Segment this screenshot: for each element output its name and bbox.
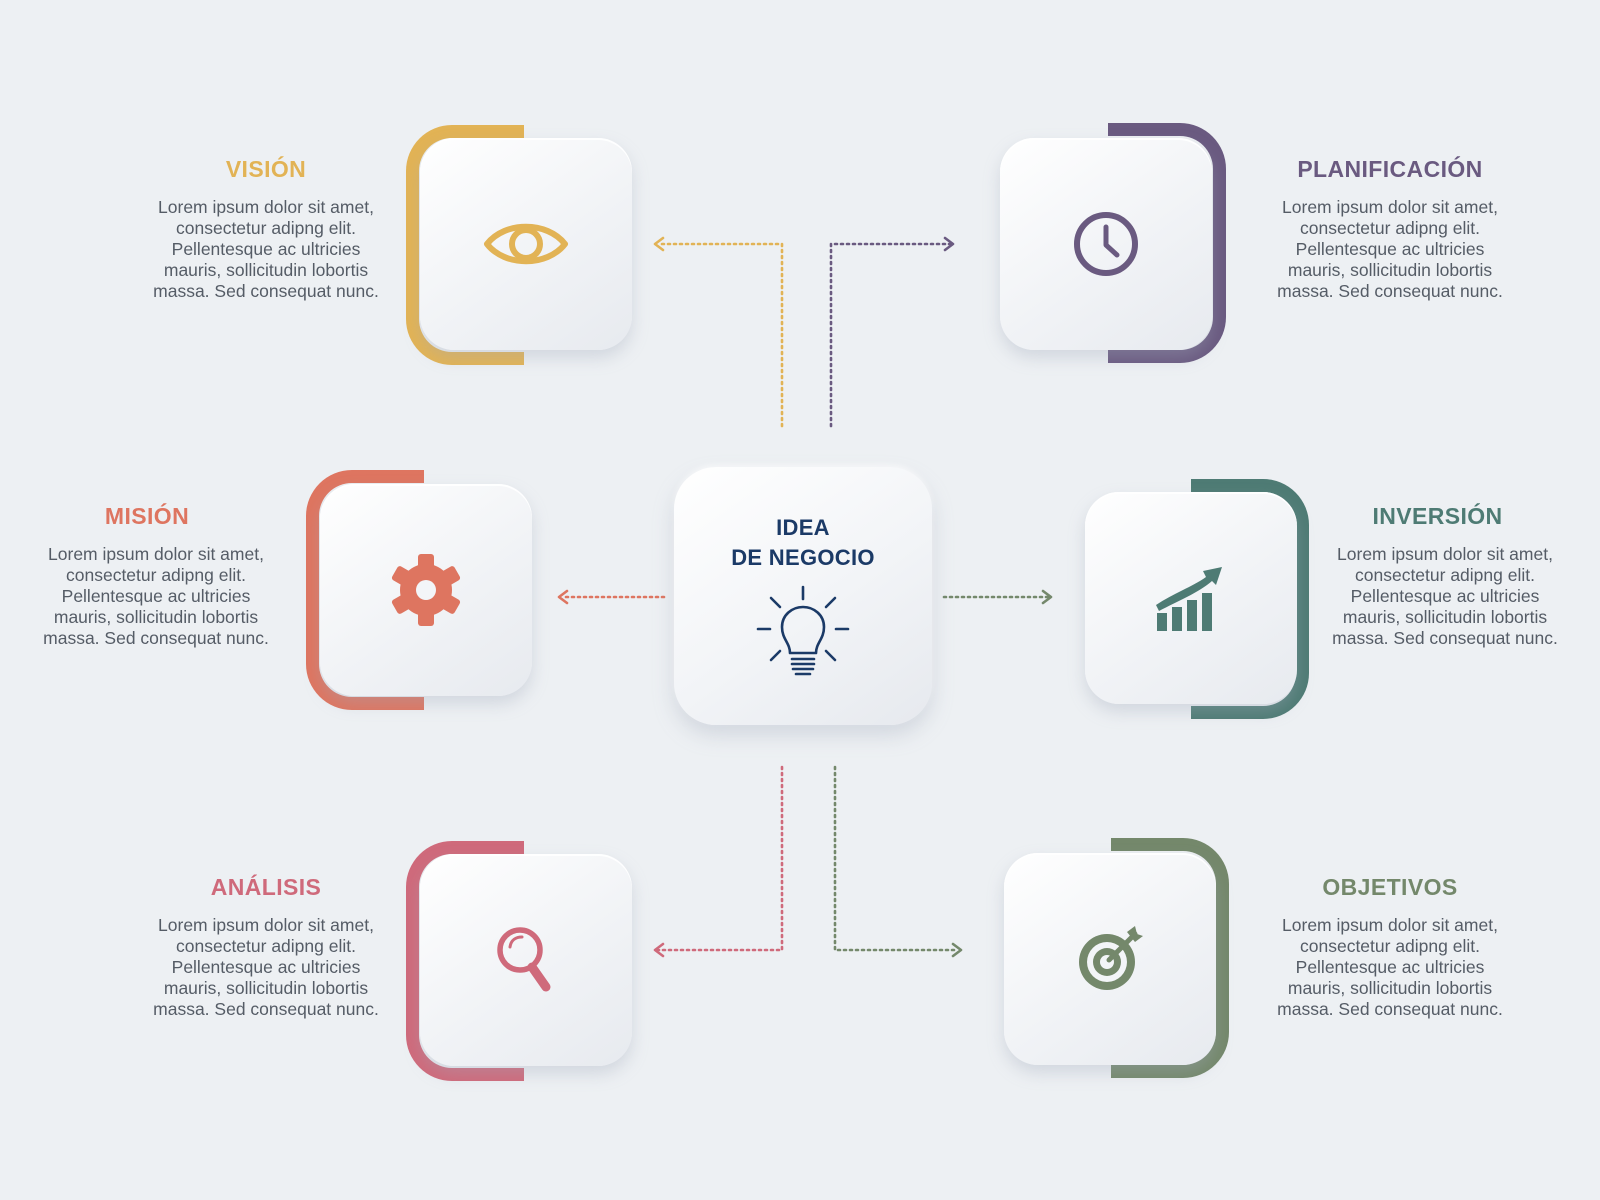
arrowhead-mision	[557, 589, 569, 605]
objetivos-text: Lorem ipsum dolor sit amet, consectetur …	[1277, 915, 1503, 1019]
vision-bracket	[406, 125, 524, 365]
inversion-text: Lorem ipsum dolor sit amet, consectetur …	[1332, 544, 1558, 648]
mision-card	[320, 484, 532, 696]
target-icon	[1079, 926, 1143, 990]
gear-icon	[391, 554, 461, 626]
center-title-line1: IDEA	[776, 515, 830, 540]
lightbulb-icon	[756, 585, 850, 676]
analisis-card	[420, 854, 632, 1066]
arrowhead-vision	[653, 236, 665, 252]
arrowhead-objetivos	[951, 942, 963, 958]
vision-label: VISIÓN Lorem ipsum dolor sit amet, conse…	[146, 156, 386, 302]
arrowhead-planificacion	[943, 236, 955, 252]
center-title-line2: DE NEGOCIO	[731, 545, 875, 570]
objetivos-label: OBJETIVOS Lorem ipsum dolor sit amet, co…	[1270, 874, 1510, 1020]
growth-chart-icon	[1156, 567, 1222, 631]
objetivos-bracket	[1111, 838, 1229, 1078]
analisis-label: ANÁLISIS Lorem ipsum dolor sit amet, con…	[146, 874, 386, 1020]
center-card: IDEA DE NEGOCIO	[674, 467, 932, 725]
planificacion-title: PLANIFICACIÓN	[1297, 156, 1483, 182]
vision-title: VISIÓN	[225, 156, 307, 182]
eye-icon	[484, 223, 568, 265]
vision-card	[420, 138, 632, 350]
mision-text: Lorem ipsum dolor sit amet, consectetur …	[43, 544, 269, 648]
planificacion-card	[1000, 138, 1212, 350]
objetivos-title: OBJETIVOS	[1322, 874, 1458, 900]
mision-bracket	[306, 470, 424, 710]
planificacion-bracket	[1108, 123, 1226, 363]
mision-label: MISIÓN Lorem ipsum dolor sit amet, conse…	[36, 503, 276, 649]
vision-text: Lorem ipsum dolor sit amet, consectetur …	[153, 197, 379, 301]
arrowhead-analisis	[653, 942, 665, 958]
connector-analisis	[656, 765, 784, 952]
inversion-title: INVERSIÓN	[1372, 503, 1503, 529]
inversion-card	[1085, 492, 1297, 704]
clock-icon	[1074, 212, 1138, 276]
connector-planificacion	[829, 242, 952, 428]
analisis-title: ANÁLISIS	[210, 874, 322, 900]
planificacion-text: Lorem ipsum dolor sit amet, consectetur …	[1277, 197, 1503, 301]
analisis-bracket	[406, 841, 524, 1081]
objetivos-card	[1004, 853, 1216, 1065]
arrowhead-inversion	[1041, 589, 1053, 605]
inversion-label: INVERSIÓN Lorem ipsum dolor sit amet, co…	[1325, 503, 1565, 649]
analisis-text: Lorem ipsum dolor sit amet, consectetur …	[153, 915, 379, 1019]
inversion-bracket	[1191, 479, 1309, 719]
connector-vision	[656, 242, 784, 428]
magnifier-icon	[497, 927, 551, 992]
center-title: IDEA DE NEGOCIO	[674, 513, 932, 573]
planificacion-label: PLANIFICACIÓN Lorem ipsum dolor sit amet…	[1270, 156, 1510, 302]
connector-objetivos	[833, 765, 960, 952]
mision-title: MISIÓN	[104, 503, 190, 529]
